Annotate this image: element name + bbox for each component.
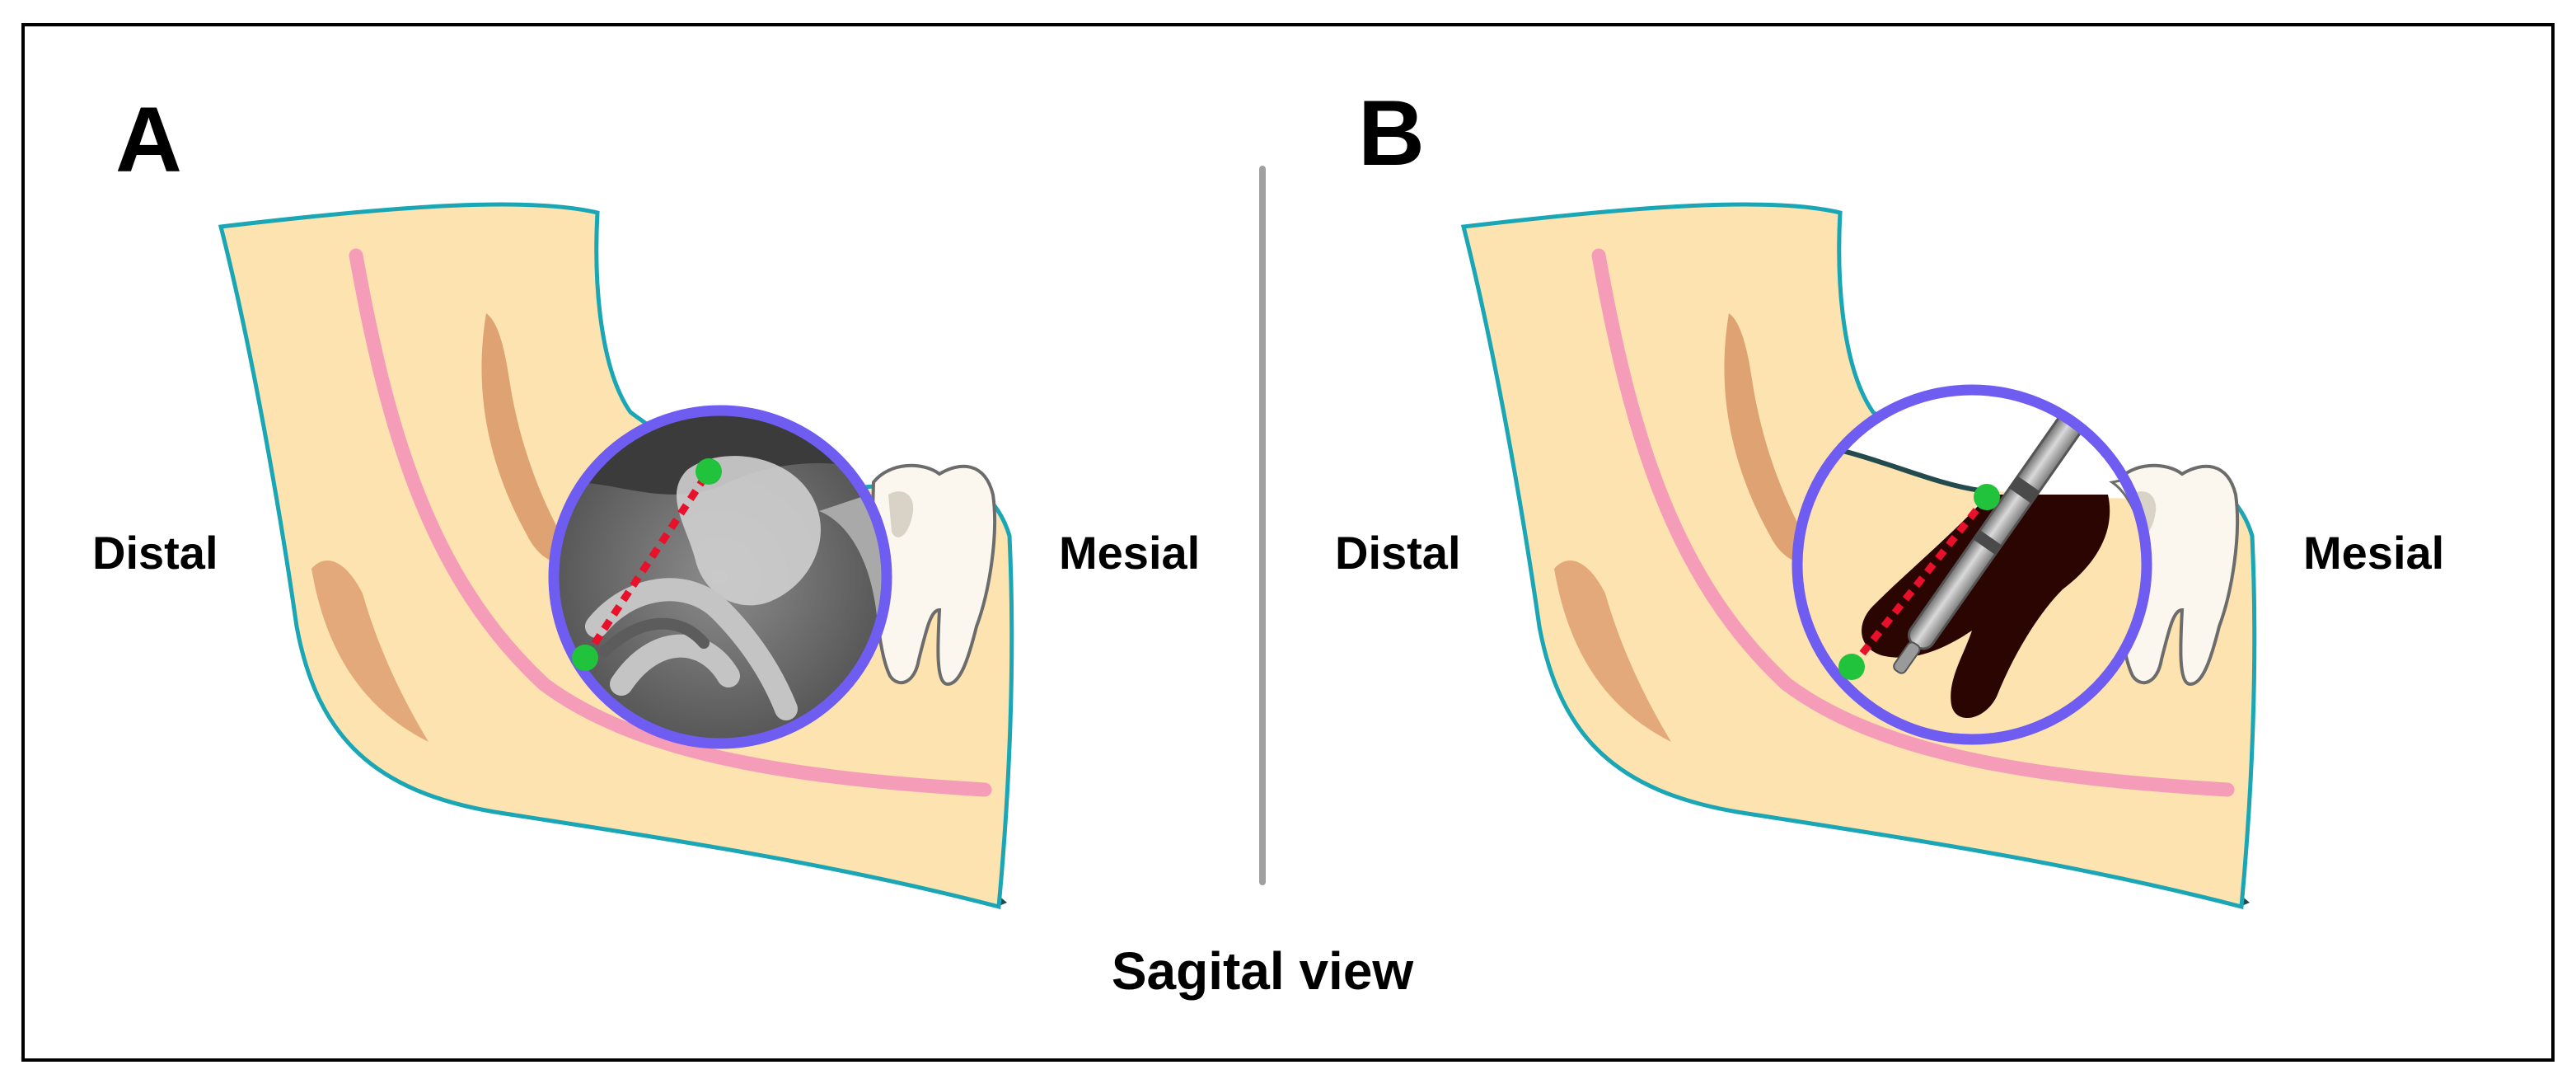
impacted-tooth [1862, 495, 2110, 719]
nerve-canal [349, 248, 992, 797]
ct-tooth-crown [677, 456, 821, 606]
lens-ring [548, 405, 892, 749]
panel-b-distal-label: Distal [1335, 527, 1461, 579]
measure-point-top [696, 458, 722, 485]
ct-root-inner [599, 617, 710, 657]
panel-a-molar [869, 463, 997, 687]
nerve-canal [1591, 248, 2235, 797]
panel-a-mesial-label: Mesial [1059, 527, 1200, 579]
panel-a-lens [548, 405, 892, 749]
angle-shading [1554, 561, 1671, 742]
ct-root-outline [585, 578, 798, 720]
figure-caption: Sagital view [1112, 941, 1414, 1001]
lens-ring [1791, 384, 2152, 745]
panel-b-lens [1791, 384, 2152, 745]
measure-line [1848, 495, 1990, 669]
instrument-tip [1893, 641, 1921, 674]
instrument-band-1 [2008, 475, 2040, 504]
panel-a-letter: A [115, 88, 182, 191]
ct-neighbor [819, 486, 887, 676]
measure-line [582, 469, 712, 660]
panel-b-letter: B [1358, 82, 1425, 185]
measure-point-top [1974, 484, 2000, 510]
ridge-shading [1724, 313, 1820, 564]
instrument-band-2 [1972, 529, 2002, 556]
ridge-shading [481, 313, 577, 564]
panel-a: A [92, 88, 1200, 910]
panel-a-distal-label: Distal [92, 527, 218, 579]
measure-point-bottom [1838, 654, 1865, 680]
panel-b: B [1335, 82, 2444, 910]
angle-shading [311, 561, 429, 742]
panel-b-mesial-label: Mesial [2303, 527, 2444, 579]
molar-shadow [888, 491, 914, 537]
measure-point-bottom [572, 645, 598, 671]
surgical-instrument [1893, 390, 2112, 674]
